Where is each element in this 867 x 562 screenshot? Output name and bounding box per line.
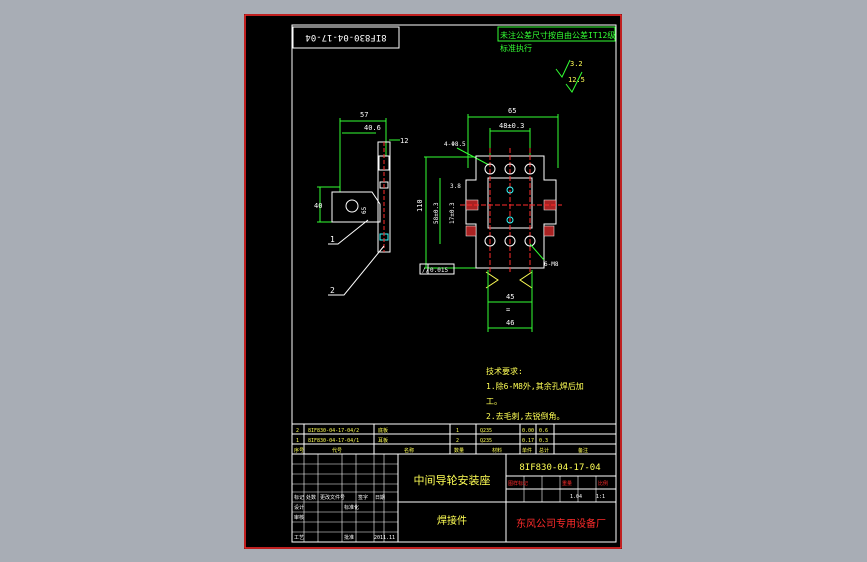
dim-40: 40 — [314, 202, 322, 210]
dim-46: 46 — [506, 319, 514, 327]
bom-header-w2: 总计 — [539, 447, 549, 454]
bom-row-1-name: 底板 — [378, 427, 388, 434]
front-view: 65 48±0.3 4-Φ8.5 110 58±0.3 3.8 17±0.3 — [416, 107, 562, 332]
tolerance-value: 0.015 — [430, 267, 448, 274]
role-design: 设计 — [294, 504, 304, 511]
drawing-sheet: 8IF830-04-17-04 未注公差尺寸按自由公差IT12级 标准执行 3.… — [244, 14, 622, 549]
drawing-number: 8IF830-04-17-04 — [519, 463, 600, 473]
dim-65: 65 — [361, 206, 368, 214]
drawing-title: 中间导轮安装座 — [414, 473, 491, 487]
bom-header-name: 名称 — [404, 447, 414, 454]
dim-3-8: 3.8 — [450, 183, 461, 190]
sign-label-mark: 标记 — [294, 494, 304, 501]
sign-label-date: 日期 — [375, 495, 385, 501]
tech-title: 技术要求: — [486, 366, 523, 376]
bom-header-w1: 单件 — [522, 447, 532, 454]
part-type: 焊接件 — [437, 514, 467, 527]
bom-row-1-w2: 0.6 — [539, 428, 548, 434]
roughness-symbol-2: 12.5 — [565, 71, 585, 93]
leader-2: 2 — [330, 286, 335, 295]
symmetry-mark: = — [506, 306, 510, 314]
svg-text:3.2: 3.2 — [570, 60, 583, 68]
outer-border — [244, 14, 622, 549]
dim-110: 110 — [416, 199, 424, 212]
bom-row-2-code: 8IF830-04-17-04/1 — [308, 438, 359, 444]
standard-exec-note: 标准执行 — [500, 43, 532, 53]
weight-label: 重量 — [562, 480, 572, 487]
bom-row-2-no: 1 — [296, 438, 299, 444]
weight-value: 1.04 — [570, 494, 582, 500]
roughness-symbol-1: 3.2 — [555, 59, 583, 78]
bom-header-mat: 材料 — [492, 447, 502, 454]
note-box — [497, 26, 616, 42]
bom-row-1-w1: 0.00 — [522, 428, 534, 434]
dim-17-03: 17±0.3 — [449, 202, 456, 224]
sign-label-sign: 签字 — [358, 494, 368, 501]
tolerance-frame — [419, 263, 455, 275]
role-process: 工艺 — [294, 535, 304, 541]
unspecified-tolerance-note: 未注公差尺寸按自由公差IT12级 — [500, 30, 615, 40]
dim-12: 12 — [400, 137, 408, 145]
bom-row-1-no: 2 — [296, 428, 299, 434]
code-box-text: 8IF830-04-17-04 — [305, 32, 386, 42]
dim-45: 45 — [506, 293, 514, 301]
dim-58-03: 58±0.3 — [433, 202, 440, 224]
role-approve: 批准 — [344, 534, 354, 541]
bom-header-no: 序号 — [294, 447, 304, 454]
tolerance-symbol: // — [422, 267, 430, 274]
leader-1: 1 — [330, 235, 335, 244]
bom-table: 2 8IF830-04-17-04/2 底板 1 Q235 0.00 0.6 1… — [291, 423, 617, 455]
code-box — [292, 26, 400, 49]
scale-value: 1:1 — [596, 494, 605, 500]
dim-d65-top: 65 — [508, 107, 516, 115]
bom-header-qty: 数量 — [454, 447, 464, 454]
scale-label: 比例 — [598, 480, 608, 487]
bom-row-2-qty: 2 — [456, 438, 459, 444]
svg-text:12.5: 12.5 — [568, 76, 585, 84]
bom-row-1-qty: 1 — [456, 428, 459, 434]
bom-row-2-w1: 0.17 — [522, 438, 534, 444]
dim-6-m8: 6-M8 — [544, 261, 559, 268]
sign-label-change: 更改文件号 — [320, 494, 345, 501]
sign-label-count: 处数 — [306, 494, 316, 501]
dim-57: 57 — [360, 111, 368, 119]
dim-40-6: 40.6 — [364, 124, 381, 132]
dim-48-03: 48±0.3 — [499, 122, 524, 130]
bom-header-note: 备注 — [578, 447, 588, 454]
stage-label: 图样标记 — [508, 480, 528, 487]
holes-label: 4-Φ8.5 — [444, 141, 466, 148]
bom-row-2-w2: 0.3 — [539, 438, 548, 444]
title-block: 标记 处数 更改文件号 签字 日期 设计 审核 工艺 标准化 批准 2011.1… — [291, 453, 617, 543]
tech-line-3: 2.去毛刺,去锐倒角。 — [486, 411, 564, 421]
tech-requirements: 技术要求: 1.除6-M8外,其余孔焊后加 工。 2.去毛刺,去锐倒角。 — [486, 366, 584, 421]
date-field: 2011.11 — [374, 535, 395, 541]
role-review: 审核 — [294, 514, 304, 521]
side-view: 57 40.6 12 40 65 1 2 — [314, 111, 408, 296]
company-name: 东风公司专用设备厂 — [516, 517, 606, 530]
bom-row-2-name: 耳板 — [378, 437, 388, 444]
bom-row-1-code: 8IF830-04-17-04/2 — [308, 428, 359, 434]
tech-line-2: 工。 — [486, 397, 502, 406]
tech-line-1: 1.除6-M8外,其余孔焊后加 — [486, 381, 584, 391]
bom-header-code: 代号 — [332, 447, 342, 454]
bom-row-2-mat: Q235 — [480, 438, 492, 444]
bom-row-1-mat: Q235 — [480, 428, 492, 434]
drawing-canvas: 8IF830-04-17-04 未注公差尺寸按自由公差IT12级 标准执行 3.… — [244, 14, 622, 549]
role-standard: 标准化 — [344, 504, 359, 511]
